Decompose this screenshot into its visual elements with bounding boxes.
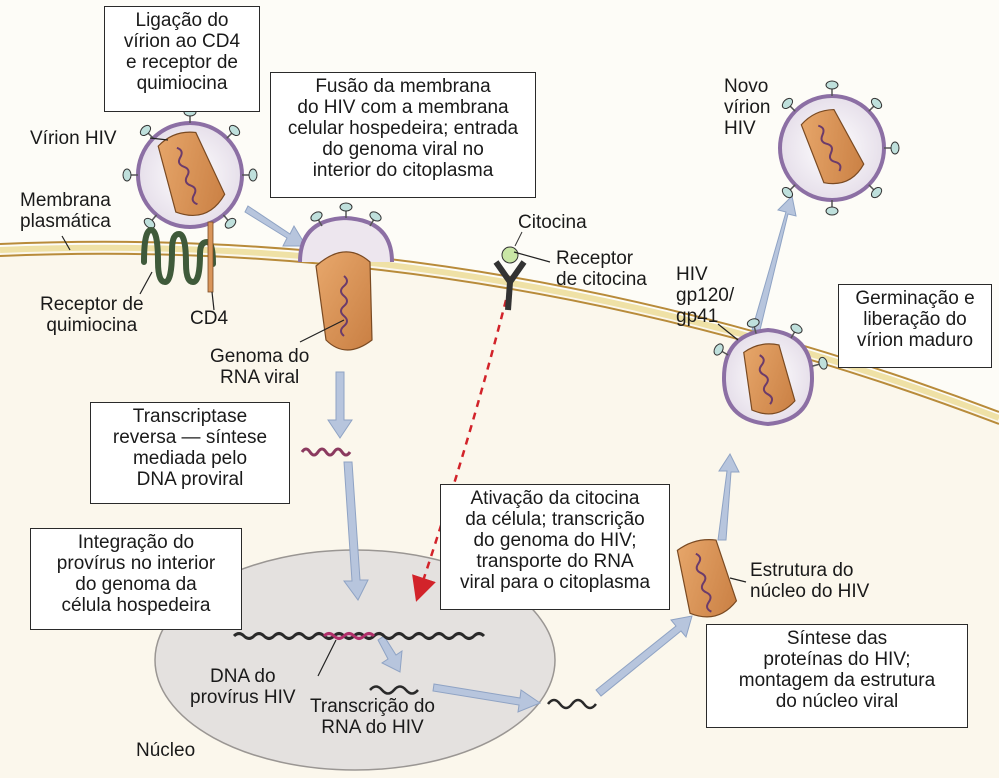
label-new-virion: Novo vírion HIV [724, 76, 770, 139]
label-viral-rna-genome: Genoma do RNA viral [210, 346, 309, 388]
label-hiv-rna-transcription: Transcrição do RNA do HIV [310, 696, 435, 738]
label-provirus-dna: DNA do provírus HIV [190, 666, 296, 708]
step-binding-box: Ligação do vírion ao CD4 e receptor de q… [104, 6, 260, 112]
hiv-virion [123, 108, 257, 230]
label-hiv-virion: Vírion HIV [30, 128, 117, 149]
label-core-structure: Estrutura do núcleo do HIV [750, 560, 869, 602]
label-gp120-gp41: HIV gp120/ gp41 [676, 264, 734, 327]
label-chemokine-receptor: Receptor de quimiocina [40, 294, 144, 336]
step-activation-box: Ativação da citocina da célula; transcri… [440, 484, 670, 610]
label-cytokine: Citocina [518, 212, 587, 233]
cd4-receptor [208, 222, 213, 292]
new-virion [780, 81, 899, 215]
label-plasma-membrane: Membrana plasmática [20, 190, 111, 232]
step-integration-box: Integração do provírus no interior do ge… [30, 528, 242, 630]
step-budding-box: Germinação e liberação do vírion maduro [838, 284, 992, 368]
step-fusion-box: Fusão da membrana do HIV com a membrana … [270, 72, 536, 198]
label-cytokine-receptor: Receptor de citocina [556, 248, 647, 290]
step-synthesis-box: Síntese das proteínas do HIV; montagem d… [706, 624, 968, 728]
label-nucleus: Núcleo [136, 740, 195, 761]
label-cd4: CD4 [190, 308, 228, 329]
step-reverse-transcription-box: Transcriptase reversa — síntese mediada … [90, 402, 290, 504]
